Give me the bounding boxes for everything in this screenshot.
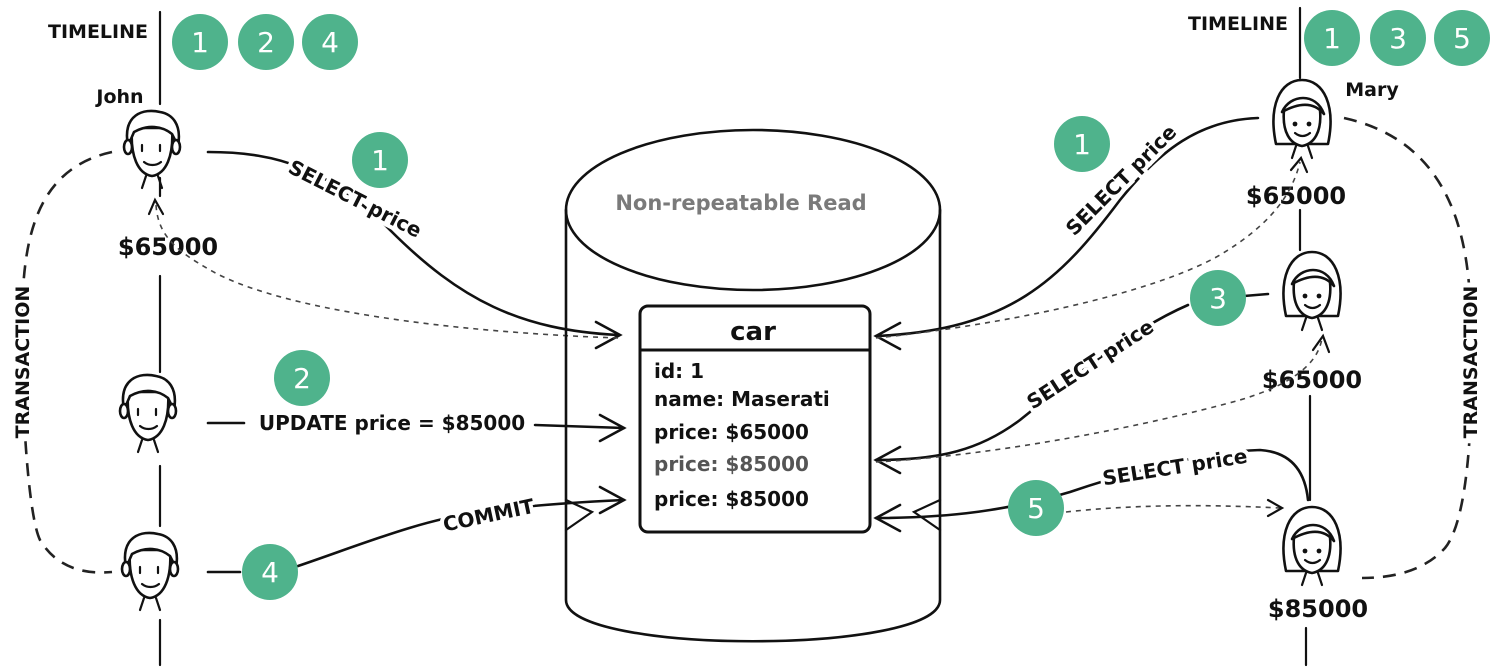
step-badge [274,350,330,406]
john-price-read: $65000 [118,233,218,261]
arrow-head [873,503,902,533]
arrow-head [1289,155,1309,174]
mary-avatar-2 [1282,250,1342,332]
step-badge [1304,10,1360,66]
step-badge [352,132,408,188]
table-field: name: Maserati [654,387,830,411]
step-badge [1434,10,1490,66]
table-name: car [730,317,776,347]
step-badge-number: 2 [293,362,311,395]
step-badge-number: 2 [257,26,275,59]
mary-avatar-1 [1272,78,1332,160]
mary-transaction-label: TRANSACTION [1460,286,1482,439]
john-select-arrow [206,150,620,337]
mary-select-3-label: SELECT price [1101,444,1249,491]
mary-select-2-arrow [874,292,1270,462]
step-badge [242,544,298,600]
table-field: price: $65000 [654,420,809,444]
database-title: Non-repeatable Read [615,191,866,215]
arrow-head [1266,498,1285,518]
arrow-head [594,320,623,350]
arrow-head [873,445,902,475]
step-badge-number: 4 [321,26,339,59]
step-badge [1054,116,1110,172]
john-commit-arrow [206,498,626,574]
mary-avatar-3 [1282,505,1342,587]
step-badge-number: 1 [371,144,389,177]
arrow-head [873,321,902,351]
step-badge [1370,10,1426,66]
john-update-arrow [206,421,626,430]
timeline-label-left: TIMELINE [48,21,148,43]
mary-select-2-label: SELECT price [1022,314,1158,414]
timeline-steps-right: 1 3 5 [1304,10,1490,66]
mary-timeline [1298,6,1312,667]
table-field: id: 1 [654,359,704,383]
table-field: price: $85000 [654,487,809,511]
arrow-head [147,197,165,216]
mary-select-1-return [875,161,1301,339]
john-commit-label: COMMIT [441,494,537,537]
arrow-head [598,485,627,515]
timeline-steps-left: 1 2 4 [172,14,358,70]
arrow-head [1311,333,1331,354]
step-badge [302,14,358,70]
car-table [638,304,872,534]
mary-price-read-2: $65000 [1262,366,1362,394]
step-badge-number: 4 [261,556,279,589]
john-avatar-2 [118,373,178,454]
mary-price-read-3: $85000 [1268,595,1368,623]
mary-select-1-arrow [874,116,1260,338]
step-badge [1008,480,1064,536]
john-update-label: UPDATE price = $85000 [259,411,525,435]
mary-name: Mary [1345,79,1399,101]
mary-select-2-return [875,337,1323,463]
step-badge-number: 1 [1323,22,1341,55]
john-select-return [155,204,619,339]
database-cylinder [564,128,942,643]
step-badge [238,14,294,70]
john-transaction-label: TRANSACTION [12,286,34,439]
john-avatar-1 [122,109,182,190]
mary-select-3-arrow [874,448,1310,520]
john-transaction-bracket [20,150,113,574]
step-badge-number: 1 [191,26,209,59]
table-field: price: $85000 [654,452,809,476]
step-badge-number: 1 [1073,128,1091,161]
mary-transaction-bracket [1343,116,1473,580]
step-badge-number: 5 [1027,492,1045,525]
step-badge-number: 3 [1389,22,1407,55]
step-badge [1190,270,1246,326]
mary-select-3-return [1065,504,1281,513]
timeline-label-right: TIMELINE [1188,13,1288,35]
john-name: John [94,86,143,108]
arrow-head [598,413,627,443]
mary-price-read-1: $65000 [1246,182,1346,210]
step-badge [172,14,228,70]
john-avatar-3 [120,531,180,612]
step-badge-number: 5 [1453,22,1471,55]
step-badge-number: 3 [1209,282,1227,315]
